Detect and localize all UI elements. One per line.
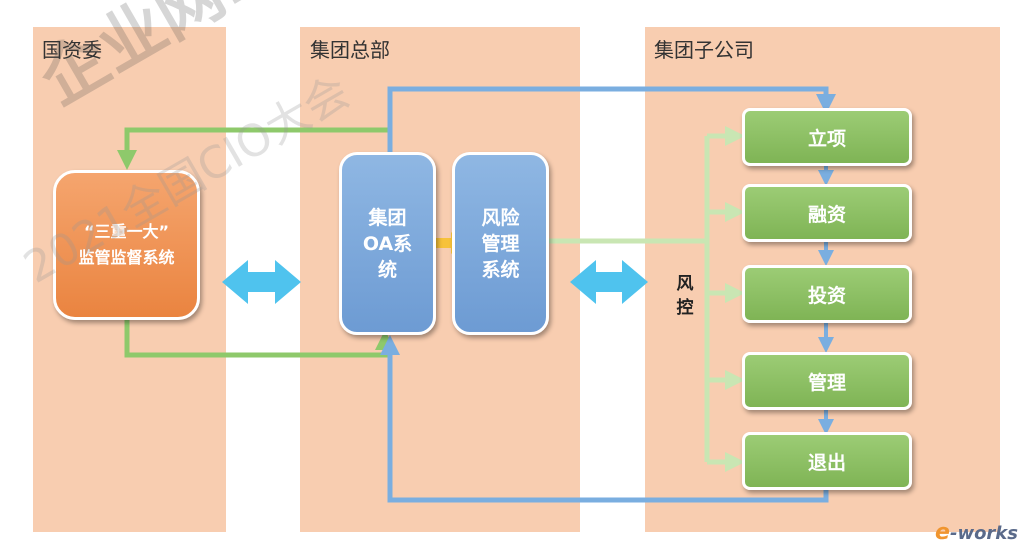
stage-initiation-box: 立项 xyxy=(742,108,912,166)
column-label-headquarters: 集团总部 xyxy=(310,38,390,62)
oa-label-line2: OA系 xyxy=(362,232,413,255)
supervision-system-box: “三重一大” 监管监督系统 xyxy=(53,170,200,320)
eworks-logo: e-works xyxy=(935,520,1018,545)
stage-financing-box: 融资 xyxy=(742,184,912,242)
double-arrow-right xyxy=(570,260,648,304)
arrow-exit-to-oa xyxy=(380,335,829,503)
risk-label-line3: 系统 xyxy=(481,258,520,281)
stage-management-box: 管理 xyxy=(742,352,912,410)
risk-control-label: 风 控 xyxy=(676,274,694,318)
stage-exit-box: 退出 xyxy=(742,432,912,490)
risk-label-line2: 管理 xyxy=(481,232,520,255)
stage-exit-label: 退出 xyxy=(807,451,846,474)
column-label-sasac: 国资委 xyxy=(42,38,102,62)
stage-management-label: 管理 xyxy=(807,371,846,394)
column-label-subsidiary: 集团子公司 xyxy=(654,38,754,62)
double-arrow-left xyxy=(222,260,301,304)
risk-management-system-box: 风险 管理 系统 xyxy=(452,152,549,335)
oa-system-box: 集团 OA系 统 xyxy=(339,152,436,335)
stage-investment-box: 投资 xyxy=(742,265,912,323)
oa-label-line3: 统 xyxy=(377,258,397,281)
supervision-label-line2: 监管监督系统 xyxy=(78,248,175,267)
stage-financing-label: 融资 xyxy=(807,203,846,226)
arrow-oa-to-initiation xyxy=(387,86,836,152)
supervision-label-line1: “三重一大” xyxy=(83,222,170,241)
stage-investment-label: 投资 xyxy=(807,284,846,307)
risk-label-line1: 风险 xyxy=(481,206,520,229)
oa-label-line1: 集团 xyxy=(368,206,407,229)
stage-initiation-label: 立项 xyxy=(807,127,846,150)
